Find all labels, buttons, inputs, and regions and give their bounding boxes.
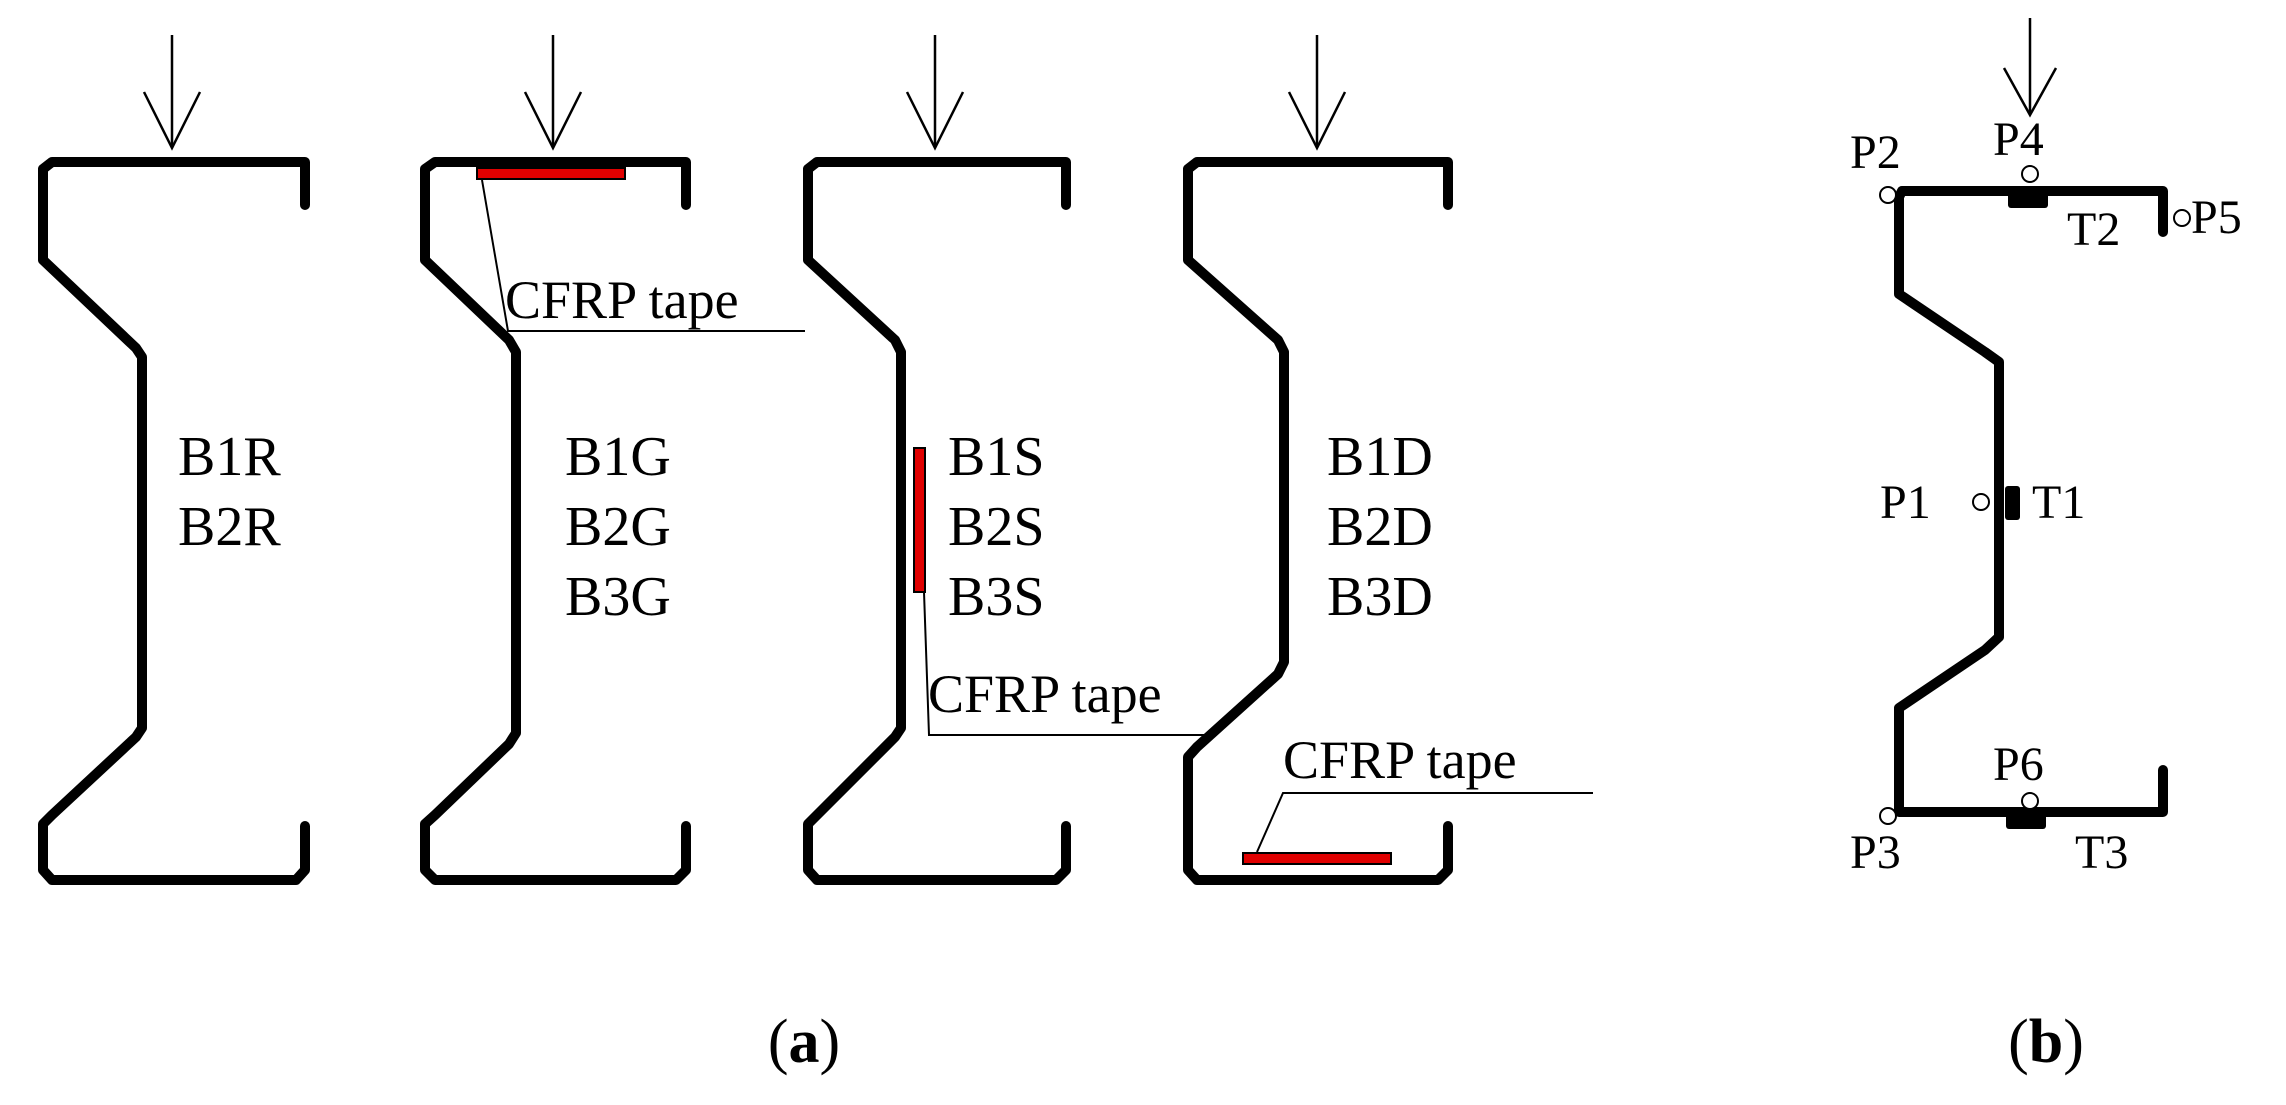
gauge-label-t1: T1	[2032, 476, 2085, 529]
specimen-label-1: B1D	[1327, 426, 1433, 488]
specimen-label-1: B1G	[565, 426, 671, 488]
section-outline	[1894, 186, 2168, 817]
specimen-label-2: B2G	[565, 496, 671, 558]
section-outline	[38, 157, 310, 885]
section-outline	[1183, 157, 1453, 885]
cfrp-leader	[923, 591, 1210, 736]
specimen-g: CFRP tape B1G B2G B3G	[420, 35, 805, 885]
lvdt-marker-p2	[1879, 186, 1897, 204]
cfrp-tape	[913, 447, 926, 593]
panel-a: B1R B2R CFRP tape B1G B2G B3G	[38, 35, 1593, 1076]
lvdt-marker-p4	[2021, 165, 2039, 183]
section-outline	[420, 157, 691, 885]
lvdt-marker-p1	[1972, 493, 1990, 511]
cfrp-leader	[481, 179, 805, 332]
specimen-s: CFRP tape B1S B2S B3S	[803, 35, 1210, 885]
specimen-label-2: B2S	[948, 496, 1045, 558]
cfrp-label: CFRP tape	[928, 664, 1162, 724]
lvdt-label-p5: P5	[2191, 191, 2242, 244]
section-outline	[803, 157, 1071, 885]
specimen-label-2: B2R	[178, 496, 281, 558]
specimen-label-3: B3S	[948, 566, 1045, 628]
panel-b: P2 P4 T2 P5 P1 T1 P6 P3 T3 (b)	[1850, 18, 2242, 1076]
strain-gauge-t2	[2008, 193, 2048, 208]
specimen-d: CFRP tape B1D B2D B3D	[1183, 35, 1593, 885]
specimen-reference: B1R B2R	[38, 35, 310, 885]
cfrp-label: CFRP tape	[1283, 730, 1517, 790]
load-arrow	[2002, 18, 2058, 118]
strain-gauge-t1	[2005, 486, 2020, 520]
cfrp-label: CFRP tape	[505, 270, 739, 330]
specimen-label-1: B1S	[948, 426, 1045, 488]
lvdt-label-p6: P6	[1993, 738, 2044, 791]
strain-gauge-t3	[2006, 814, 2046, 829]
lvdt-marker-p6	[2021, 792, 2039, 810]
cfrp-tape	[1242, 852, 1392, 865]
specimen-label-2: B2D	[1327, 496, 1433, 558]
lvdt-marker-p5	[2173, 209, 2191, 227]
lvdt-label-p4: P4	[1993, 113, 2044, 166]
cfrp-leader	[1256, 792, 1593, 853]
load-arrow	[142, 35, 202, 151]
lvdt-label-p1: P1	[1880, 476, 1931, 529]
load-arrow	[905, 35, 965, 151]
load-arrow	[523, 35, 583, 151]
caption-a: (a)	[768, 1008, 840, 1076]
lvdt-marker-p3	[1879, 807, 1897, 825]
gauge-label-t2: T2	[2067, 203, 2120, 256]
lvdt-label-p2: P2	[1850, 126, 1901, 179]
specimen-label-3: B3D	[1327, 566, 1433, 628]
specimen-label-3: B3G	[565, 566, 671, 628]
cfrp-tape	[476, 167, 626, 180]
lvdt-label-p3: P3	[1850, 826, 1901, 879]
specimen-label-1: B1R	[178, 426, 281, 488]
caption-b: (b)	[2008, 1008, 2084, 1076]
load-arrow	[1287, 35, 1347, 151]
gauge-label-t3: T3	[2075, 826, 2128, 879]
